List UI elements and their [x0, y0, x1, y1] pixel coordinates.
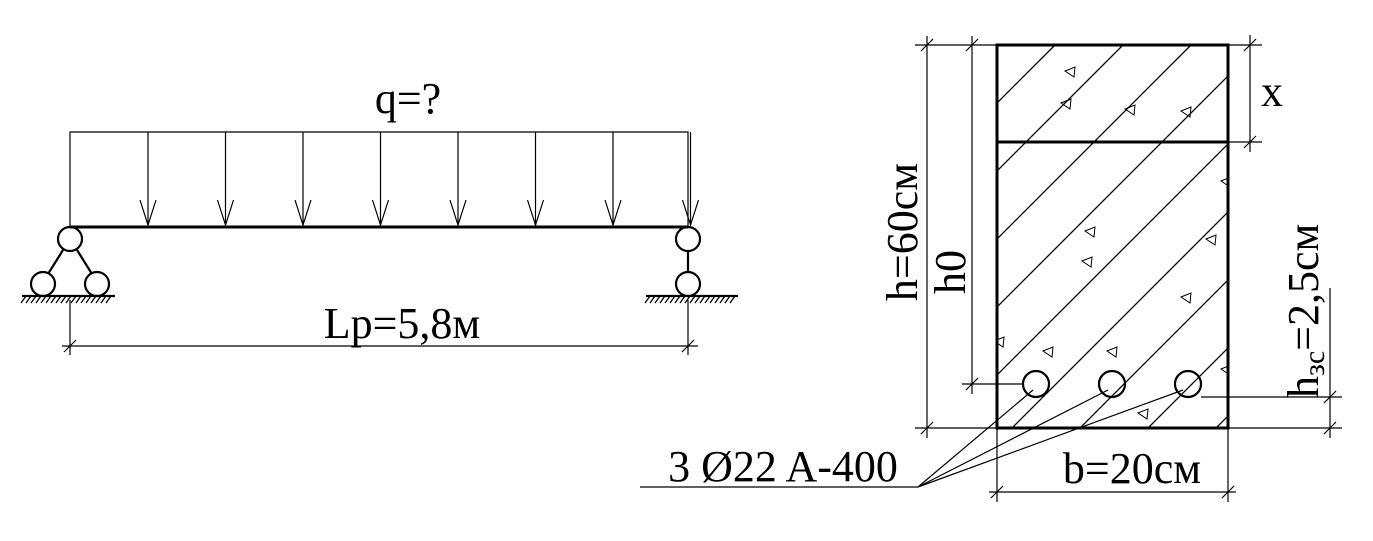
aggregate-mark	[1059, 98, 1072, 110]
width-dimension	[989, 428, 1236, 502]
load-arrow	[371, 132, 390, 227]
load-arrow	[681, 132, 700, 227]
rebar-2	[1097, 369, 1127, 399]
aggregate-mark	[1179, 292, 1192, 304]
aggregate-mark	[1041, 346, 1054, 358]
load-label: q=?	[375, 74, 441, 123]
aggregate-mark	[1179, 106, 1192, 118]
load-arrow	[294, 132, 312, 227]
aggregate-mark	[1219, 177, 1228, 187]
rebar-3	[1173, 369, 1203, 399]
rebar-leader-lines	[640, 389, 1184, 488]
span-dimension	[62, 300, 698, 355]
load-arrow	[216, 132, 235, 227]
aggregate-mark	[1123, 104, 1136, 116]
height-dimension	[915, 36, 997, 438]
load-diagram-outline	[69, 131, 689, 227]
aggregate-mark	[1204, 234, 1217, 246]
aggregate-mark	[1063, 66, 1076, 78]
width-label: b=20см	[1063, 444, 1201, 493]
load-arrow	[526, 132, 545, 227]
effective-depth-dimension	[962, 36, 1023, 394]
concrete-hatching	[997, 45, 1228, 428]
span-label: Lp=5,8м	[324, 299, 481, 348]
load-arrows	[139, 132, 700, 227]
aggregate-mark	[1080, 256, 1093, 268]
roller-support-right	[644, 225, 738, 304]
rebar-label: 3 Ø22 A-400	[668, 442, 898, 491]
compression-zone-dimension	[1228, 35, 1262, 152]
load-arrow	[139, 132, 157, 227]
cross-section: h=60см h0 x b=20см hзс=2,5см 3 Ø22 A-400	[640, 35, 1342, 502]
cover-dimension	[1201, 288, 1342, 438]
aggregate-mark	[1105, 346, 1118, 358]
cover-label-sub: зс	[1298, 351, 1331, 376]
load-arrow	[449, 132, 467, 227]
height-label: h=60см	[878, 163, 927, 301]
aggregate-mark	[1136, 408, 1149, 420]
cover-label-main: h	[1279, 376, 1328, 398]
pinned-support-left	[20, 225, 115, 304]
cover-label: hзс=2,5см	[1279, 224, 1331, 398]
cover-label-value: =2,5см	[1279, 224, 1328, 351]
aggregate-mark	[1219, 365, 1228, 375]
load-arrow	[604, 132, 622, 227]
effective-depth-label: h0	[926, 250, 975, 294]
aggregate-mark	[1083, 226, 1096, 238]
beam-scheme: q=? Lp=5,8м	[20, 74, 738, 355]
rebar-1	[1021, 369, 1051, 399]
section-outline	[995, 43, 1230, 430]
compression-zone-label: x	[1261, 67, 1283, 116]
